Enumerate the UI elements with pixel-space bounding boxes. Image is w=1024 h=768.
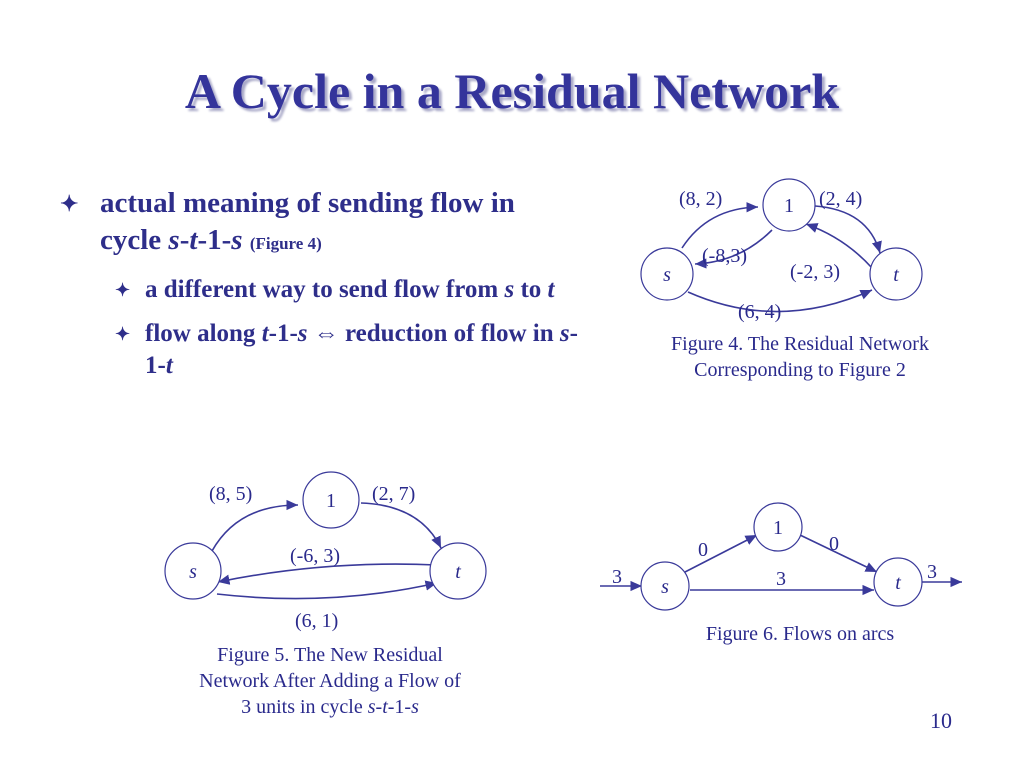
bullet-text: reduction of flow in — [345, 320, 560, 347]
dash: -1- — [145, 320, 578, 379]
caption-line: 3 units in cycle s-t-1-s — [140, 694, 520, 720]
caption-line: Network After Adding a Flow of — [199, 670, 461, 692]
figure-ref: (Figure 4) — [249, 234, 322, 253]
edge-label-out: 3 — [927, 561, 937, 583]
caption-text: 3 units in cycle — [241, 696, 368, 718]
edge-s-t — [216, 580, 438, 600]
var-s: s — [231, 224, 243, 256]
var-t: t — [189, 224, 198, 256]
edge-s-1 — [211, 499, 299, 552]
edge-1-t — [799, 534, 878, 573]
edge-label-1-t: (2, 4) — [819, 188, 862, 210]
edge-1-t — [360, 502, 442, 549]
node-1 — [762, 178, 816, 232]
edge-label-1-t: 0 — [829, 533, 839, 555]
var-s: s — [297, 320, 308, 347]
bullet-text: actual meaning of sending flow in cycle — [100, 187, 515, 256]
node-s — [164, 542, 222, 600]
node-t — [869, 247, 923, 301]
edge-label-s-t: (6, 1) — [295, 610, 338, 632]
caption-line: Figure 4. The Residual Network — [671, 333, 929, 355]
caption-line: Figure 5. The New Residual — [217, 644, 443, 666]
node-t-label: t — [893, 264, 899, 286]
figure-4: 1 s t (8, 2) (2, 4) (-8,3) (-2, 3) (6, 4… — [640, 178, 923, 323]
bullet-marker-icon: ✦ — [115, 324, 131, 344]
node-s-label: s — [189, 561, 197, 583]
bullet-text: flow along — [145, 320, 262, 347]
node-t-label: t — [455, 561, 461, 583]
edge-label-s-1: (8, 2) — [679, 188, 722, 210]
bullet-main: ✦ actual meaning of sending flow in cycl… — [60, 185, 580, 262]
node-1-label: 1 — [773, 517, 783, 539]
edge-label-s-t: 3 — [776, 568, 786, 590]
var-s: s — [168, 224, 180, 256]
node-1 — [753, 502, 803, 552]
edge-s-1 — [684, 534, 758, 573]
bullet-marker-icon: ✦ — [60, 191, 79, 216]
bullet-marker-icon: ✦ — [115, 280, 131, 300]
edge-label-1-s: (-8,3) — [702, 245, 747, 267]
node-t — [429, 542, 487, 600]
edge-s-1 — [681, 202, 759, 249]
node-1-label: 1 — [326, 490, 336, 512]
page-number: 10 — [930, 708, 952, 733]
edge-t-1 — [805, 223, 873, 269]
sub-bullet-1: ✦ a different way to send flow from s to… — [105, 274, 580, 306]
dash: -1- — [268, 320, 298, 347]
bullet-text: to — [514, 276, 548, 303]
edge-label-s-1: 0 — [698, 539, 708, 561]
var-t: t — [382, 696, 388, 718]
node-s-label: s — [663, 264, 671, 286]
var-s: s — [367, 696, 376, 718]
sub-bullet-2: ✦ flow along t-1-s ⇔ reduction of flow i… — [105, 318, 580, 382]
node-s-label: s — [661, 576, 669, 598]
var-s: s — [504, 276, 515, 303]
node-1 — [302, 471, 360, 529]
dash: - — [179, 224, 190, 256]
edge-s-t — [687, 289, 873, 313]
caption-line: Corresponding to Figure 2 — [694, 359, 906, 381]
edge-label-in: 3 — [612, 566, 622, 588]
double-arrow-icon: ⇔ — [307, 320, 346, 347]
figure-5-caption: Figure 5. The New Residual Network After… — [140, 642, 520, 720]
node-s — [640, 247, 694, 301]
dash: -1- — [197, 224, 232, 256]
edge-1-t — [814, 205, 882, 254]
node-1-label: 1 — [784, 195, 794, 217]
node-t — [873, 557, 923, 607]
var-s: s — [411, 696, 419, 718]
figure-6: 1 s t 3 0 0 3 3 — [600, 502, 962, 611]
dash: - — [375, 696, 383, 718]
edge-1-s — [694, 229, 773, 269]
var-s: s — [559, 320, 570, 347]
bullet-text: a different way to send flow from — [145, 276, 505, 303]
figure-4-caption: Figure 4. The Residual Network Correspon… — [620, 331, 980, 383]
var-t: t — [261, 320, 269, 347]
edge-label-t-s: (-6, 3) — [290, 545, 340, 567]
edge-label-s-1: (8, 5) — [209, 483, 252, 505]
edge-label-s-t: (6, 4) — [738, 301, 781, 323]
slide-title: A Cycle in a Residual Network — [184, 63, 840, 119]
edge-label-1-t: (2, 7) — [372, 483, 415, 505]
figure-6-caption: Figure 6. Flows on arcs — [705, 623, 895, 645]
dash: -1- — [387, 696, 412, 718]
figure-5: 1 s t (8, 5) (2, 7) (-6, 3) (6, 1) — [164, 471, 487, 632]
var-t: t — [547, 276, 555, 303]
bullet-list: ✦ actual meaning of sending flow in cycl… — [60, 185, 580, 382]
var-t: t — [165, 352, 173, 379]
edge-t-s — [217, 563, 438, 585]
node-s — [640, 561, 690, 611]
edge-label-t-1: (-2, 3) — [790, 261, 840, 283]
node-t-label: t — [895, 572, 901, 594]
